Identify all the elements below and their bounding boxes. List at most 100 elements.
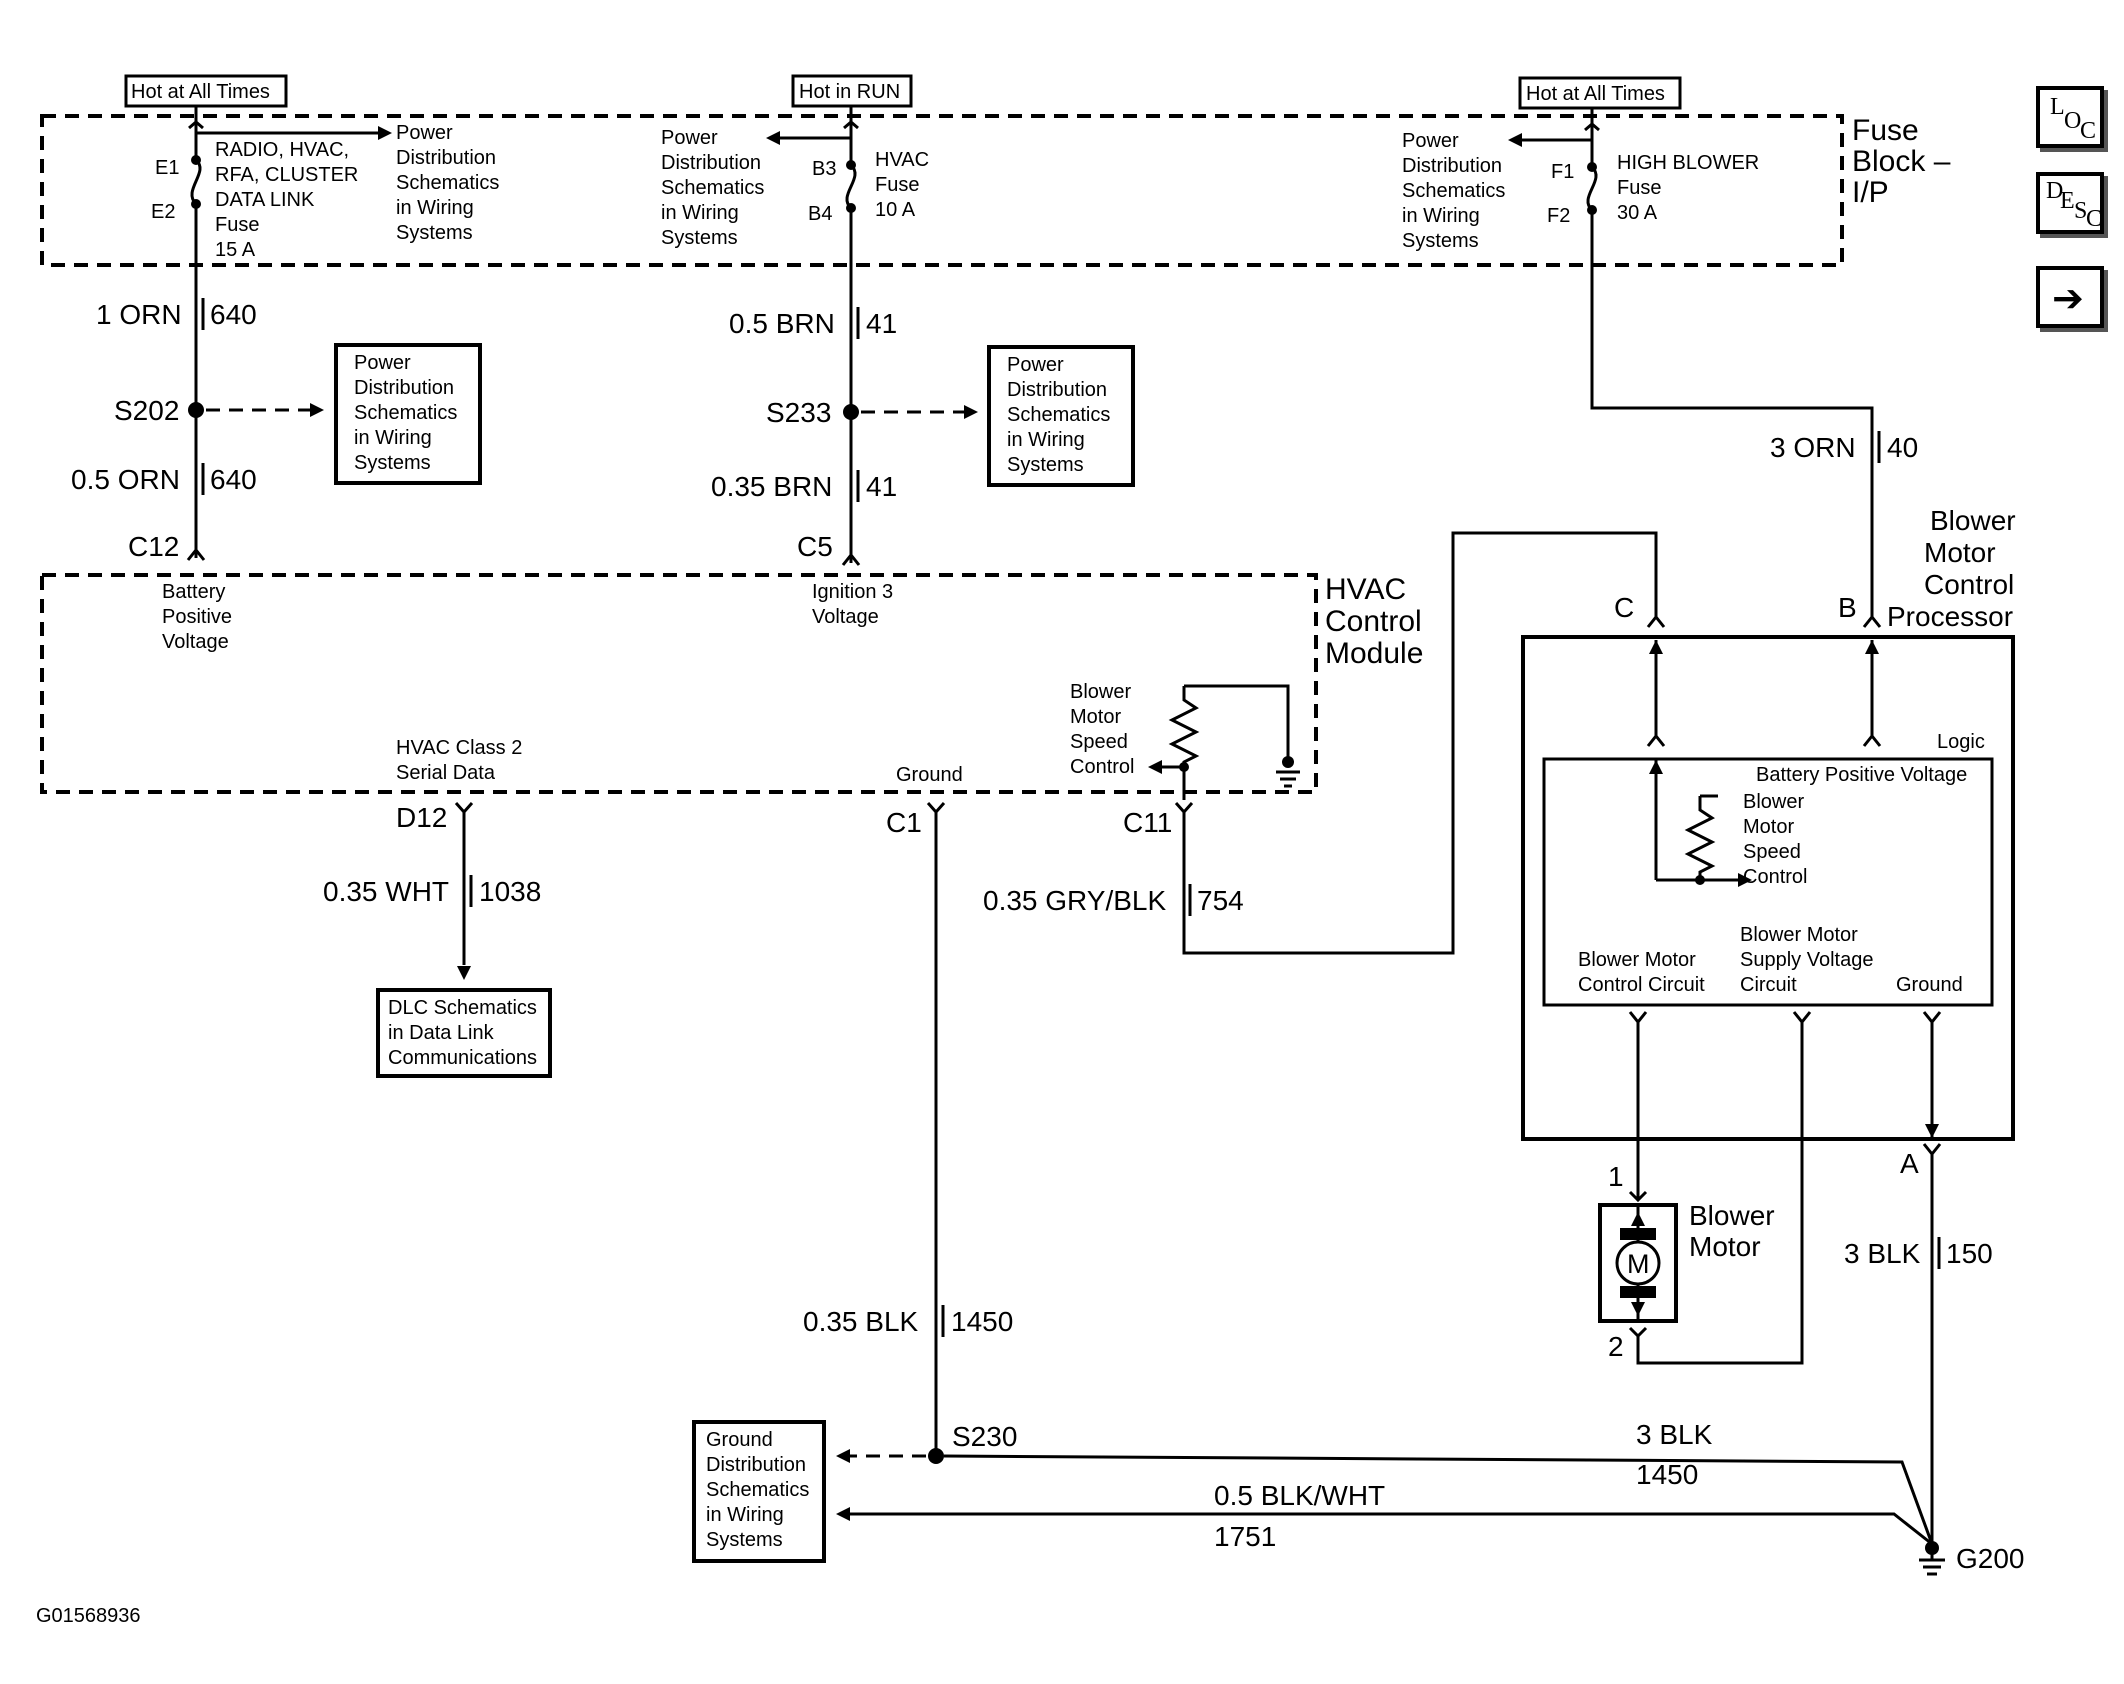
pd2-line-1: Power bbox=[661, 127, 718, 149]
hvac-control-module: HVAC Control Module Battery Positive Vol… bbox=[40, 573, 1423, 800]
fuse1-name-4: Fuse bbox=[215, 214, 259, 236]
proc-cc-2: Control Circuit bbox=[1578, 974, 1705, 996]
gdbox-5: Systems bbox=[706, 1529, 783, 1551]
motor-label-1: Blower bbox=[1689, 1200, 1775, 1231]
w8-circuit: 1450 bbox=[1636, 1459, 1698, 1490]
pd3-line-1: Power bbox=[1402, 130, 1459, 152]
proc-title-3: Control bbox=[1924, 569, 2014, 600]
desc-s: S bbox=[2074, 198, 2088, 224]
power-dist-box-2: Power Distribution Schematics in Wiring … bbox=[987, 345, 1135, 487]
w2-bot-gauge: 0.35 BRN bbox=[711, 471, 832, 502]
conn-b: B bbox=[1838, 592, 1857, 623]
ground-bus: S230 3 BLK 1450 0.5 BLK/WHT 1751 G200 bbox=[836, 1419, 2025, 1576]
proc-speed-1: Blower bbox=[1743, 791, 1804, 813]
w6-gauge: 0.35 BLK bbox=[803, 1306, 919, 1337]
fuse1-name-3: DATA LINK bbox=[215, 189, 315, 211]
fuse3-name-1: HIGH BLOWER bbox=[1617, 152, 1759, 174]
description-button[interactable]: D E S C bbox=[2036, 172, 2104, 234]
hot-at-all-times-label-1 bbox=[124, 74, 288, 108]
w7-circuit: 150 bbox=[1946, 1238, 1993, 1269]
fuse3-name-2: Fuse bbox=[1617, 177, 1661, 199]
pdbox1-1: Power bbox=[354, 352, 411, 374]
proc-sv-1: Blower Motor bbox=[1740, 924, 1858, 946]
arrow-right-icon: ➔ bbox=[2052, 276, 2084, 320]
w7-gauge: 3 BLK bbox=[1844, 1238, 1921, 1269]
pd2-line-4: in Wiring bbox=[661, 202, 739, 224]
circuit-41: 0.5 BRN 41 S233 0.35 BRN 41 C5 bbox=[711, 208, 978, 566]
hot-label-2: Hot in RUN bbox=[799, 81, 900, 103]
proc-title-2: Motor bbox=[1924, 537, 1996, 568]
hvac-ign-1: Ignition 3 bbox=[812, 581, 893, 603]
ground-g200: G200 bbox=[1956, 1543, 2025, 1574]
desc-c: C bbox=[2086, 206, 2103, 232]
loc-c: C bbox=[2080, 118, 2097, 144]
pdbox2-5: Systems bbox=[1007, 454, 1084, 476]
fuse-block: Fuse Block – I/P bbox=[40, 114, 1951, 267]
blower-motor-control-processor: Blower Motor Control Processor Logic Bat… bbox=[1521, 505, 2016, 1200]
fuse3-name-3: 30 A bbox=[1617, 202, 1658, 224]
proc-title-4: Processor bbox=[1887, 601, 2013, 632]
circuit-40: 3 ORN 40 B bbox=[1590, 210, 1918, 628]
pd1-line-1: Power bbox=[396, 122, 453, 144]
pdbox1-3: Schematics bbox=[354, 402, 457, 424]
proc-bpv: Battery Positive Voltage bbox=[1756, 764, 1967, 786]
w5-circuit: 754 bbox=[1197, 885, 1244, 916]
pd2-line-5: Systems bbox=[661, 227, 738, 249]
pdbox1-2: Distribution bbox=[354, 377, 454, 399]
desc-d: D bbox=[2046, 178, 2064, 204]
gdbox-3: Schematics bbox=[706, 1479, 809, 1501]
loc-o: O bbox=[2064, 108, 2082, 134]
circuit-754: C11 0.35 GRY/BLK 754 C bbox=[983, 531, 1666, 955]
pdbox2-4: in Wiring bbox=[1007, 429, 1085, 451]
hvac-title-1: HVAC bbox=[1325, 573, 1406, 606]
fuse-high-blower: Hot at All Times F1 F2 HIGH BLOWER Fuse … bbox=[1402, 76, 1759, 252]
proc-ground: Ground bbox=[1896, 974, 1963, 996]
pd1-line-5: Systems bbox=[396, 222, 473, 244]
hvac-serial-1: HVAC Class 2 bbox=[396, 737, 522, 759]
w1-top-gauge: 1 ORN bbox=[96, 299, 182, 330]
fuse-block-title-2: Block – bbox=[1852, 145, 1951, 178]
gdbox-1: Ground bbox=[706, 1429, 773, 1451]
next-button[interactable]: ➔ bbox=[2036, 266, 2104, 328]
hot-in-run-label bbox=[791, 74, 913, 108]
pd2-line-3: Schematics bbox=[661, 177, 764, 199]
hvac-ign-2: Voltage bbox=[812, 606, 879, 628]
pdbox2-1: Power bbox=[1007, 354, 1064, 376]
pd3-line-4: in Wiring bbox=[1402, 205, 1480, 227]
circuit-640: 1 ORN 640 S202 0.5 ORN 640 C12 bbox=[71, 204, 324, 562]
pd1-line-3: Schematics bbox=[396, 172, 499, 194]
pd3-line-2: Distribution bbox=[1402, 155, 1502, 177]
figure-id: G01568936 bbox=[36, 1605, 141, 1627]
proc-title-1: Blower bbox=[1930, 505, 2016, 536]
conn-c12: C12 bbox=[128, 531, 179, 562]
fuse2-name-1: HVAC bbox=[875, 149, 929, 171]
proc-logic: Logic bbox=[1937, 731, 1985, 753]
hvac-serial-2: Serial Data bbox=[396, 762, 496, 784]
fuse-block-outline bbox=[40, 114, 1844, 267]
pd1-line-2: Distribution bbox=[396, 147, 496, 169]
pin-e2: E2 bbox=[151, 201, 175, 223]
w3-circuit: 40 bbox=[1887, 432, 1918, 463]
circuit-150: A 3 BLK 150 bbox=[1844, 1143, 1993, 1544]
fuse-block-title-3: I/P bbox=[1852, 176, 1889, 209]
pdbox1-4: in Wiring bbox=[354, 427, 432, 449]
fuse-hvac: Hot in RUN B3 B4 HVAC Fuse 10 A Power Di… bbox=[661, 74, 929, 249]
hvac-speed-1: Blower bbox=[1070, 681, 1131, 703]
proc-speed-4: Control bbox=[1743, 866, 1807, 888]
pdbox1-5: Systems bbox=[354, 452, 431, 474]
hot-at-all-times-label-2 bbox=[1518, 76, 1682, 110]
hvac-bpv-3: Voltage bbox=[162, 631, 229, 653]
w6-circuit: 1450 bbox=[951, 1306, 1013, 1337]
motor-symbol: M bbox=[1627, 1249, 1650, 1279]
pd3-line-5: Systems bbox=[1402, 230, 1479, 252]
gdbox-4: in Wiring bbox=[706, 1504, 784, 1526]
hvac-bpv-2: Positive bbox=[162, 606, 232, 628]
proc-cc-1: Blower Motor bbox=[1578, 949, 1696, 971]
conn-d12: D12 bbox=[396, 802, 447, 833]
pin-b3: B3 bbox=[812, 158, 836, 180]
location-button[interactable]: L O C bbox=[2036, 86, 2104, 148]
w1-bot-circuit: 640 bbox=[210, 464, 257, 495]
fuse2-name-3: 10 A bbox=[875, 199, 916, 221]
conn-c5: C5 bbox=[797, 531, 833, 562]
w3-gauge: 3 ORN bbox=[1770, 432, 1856, 463]
